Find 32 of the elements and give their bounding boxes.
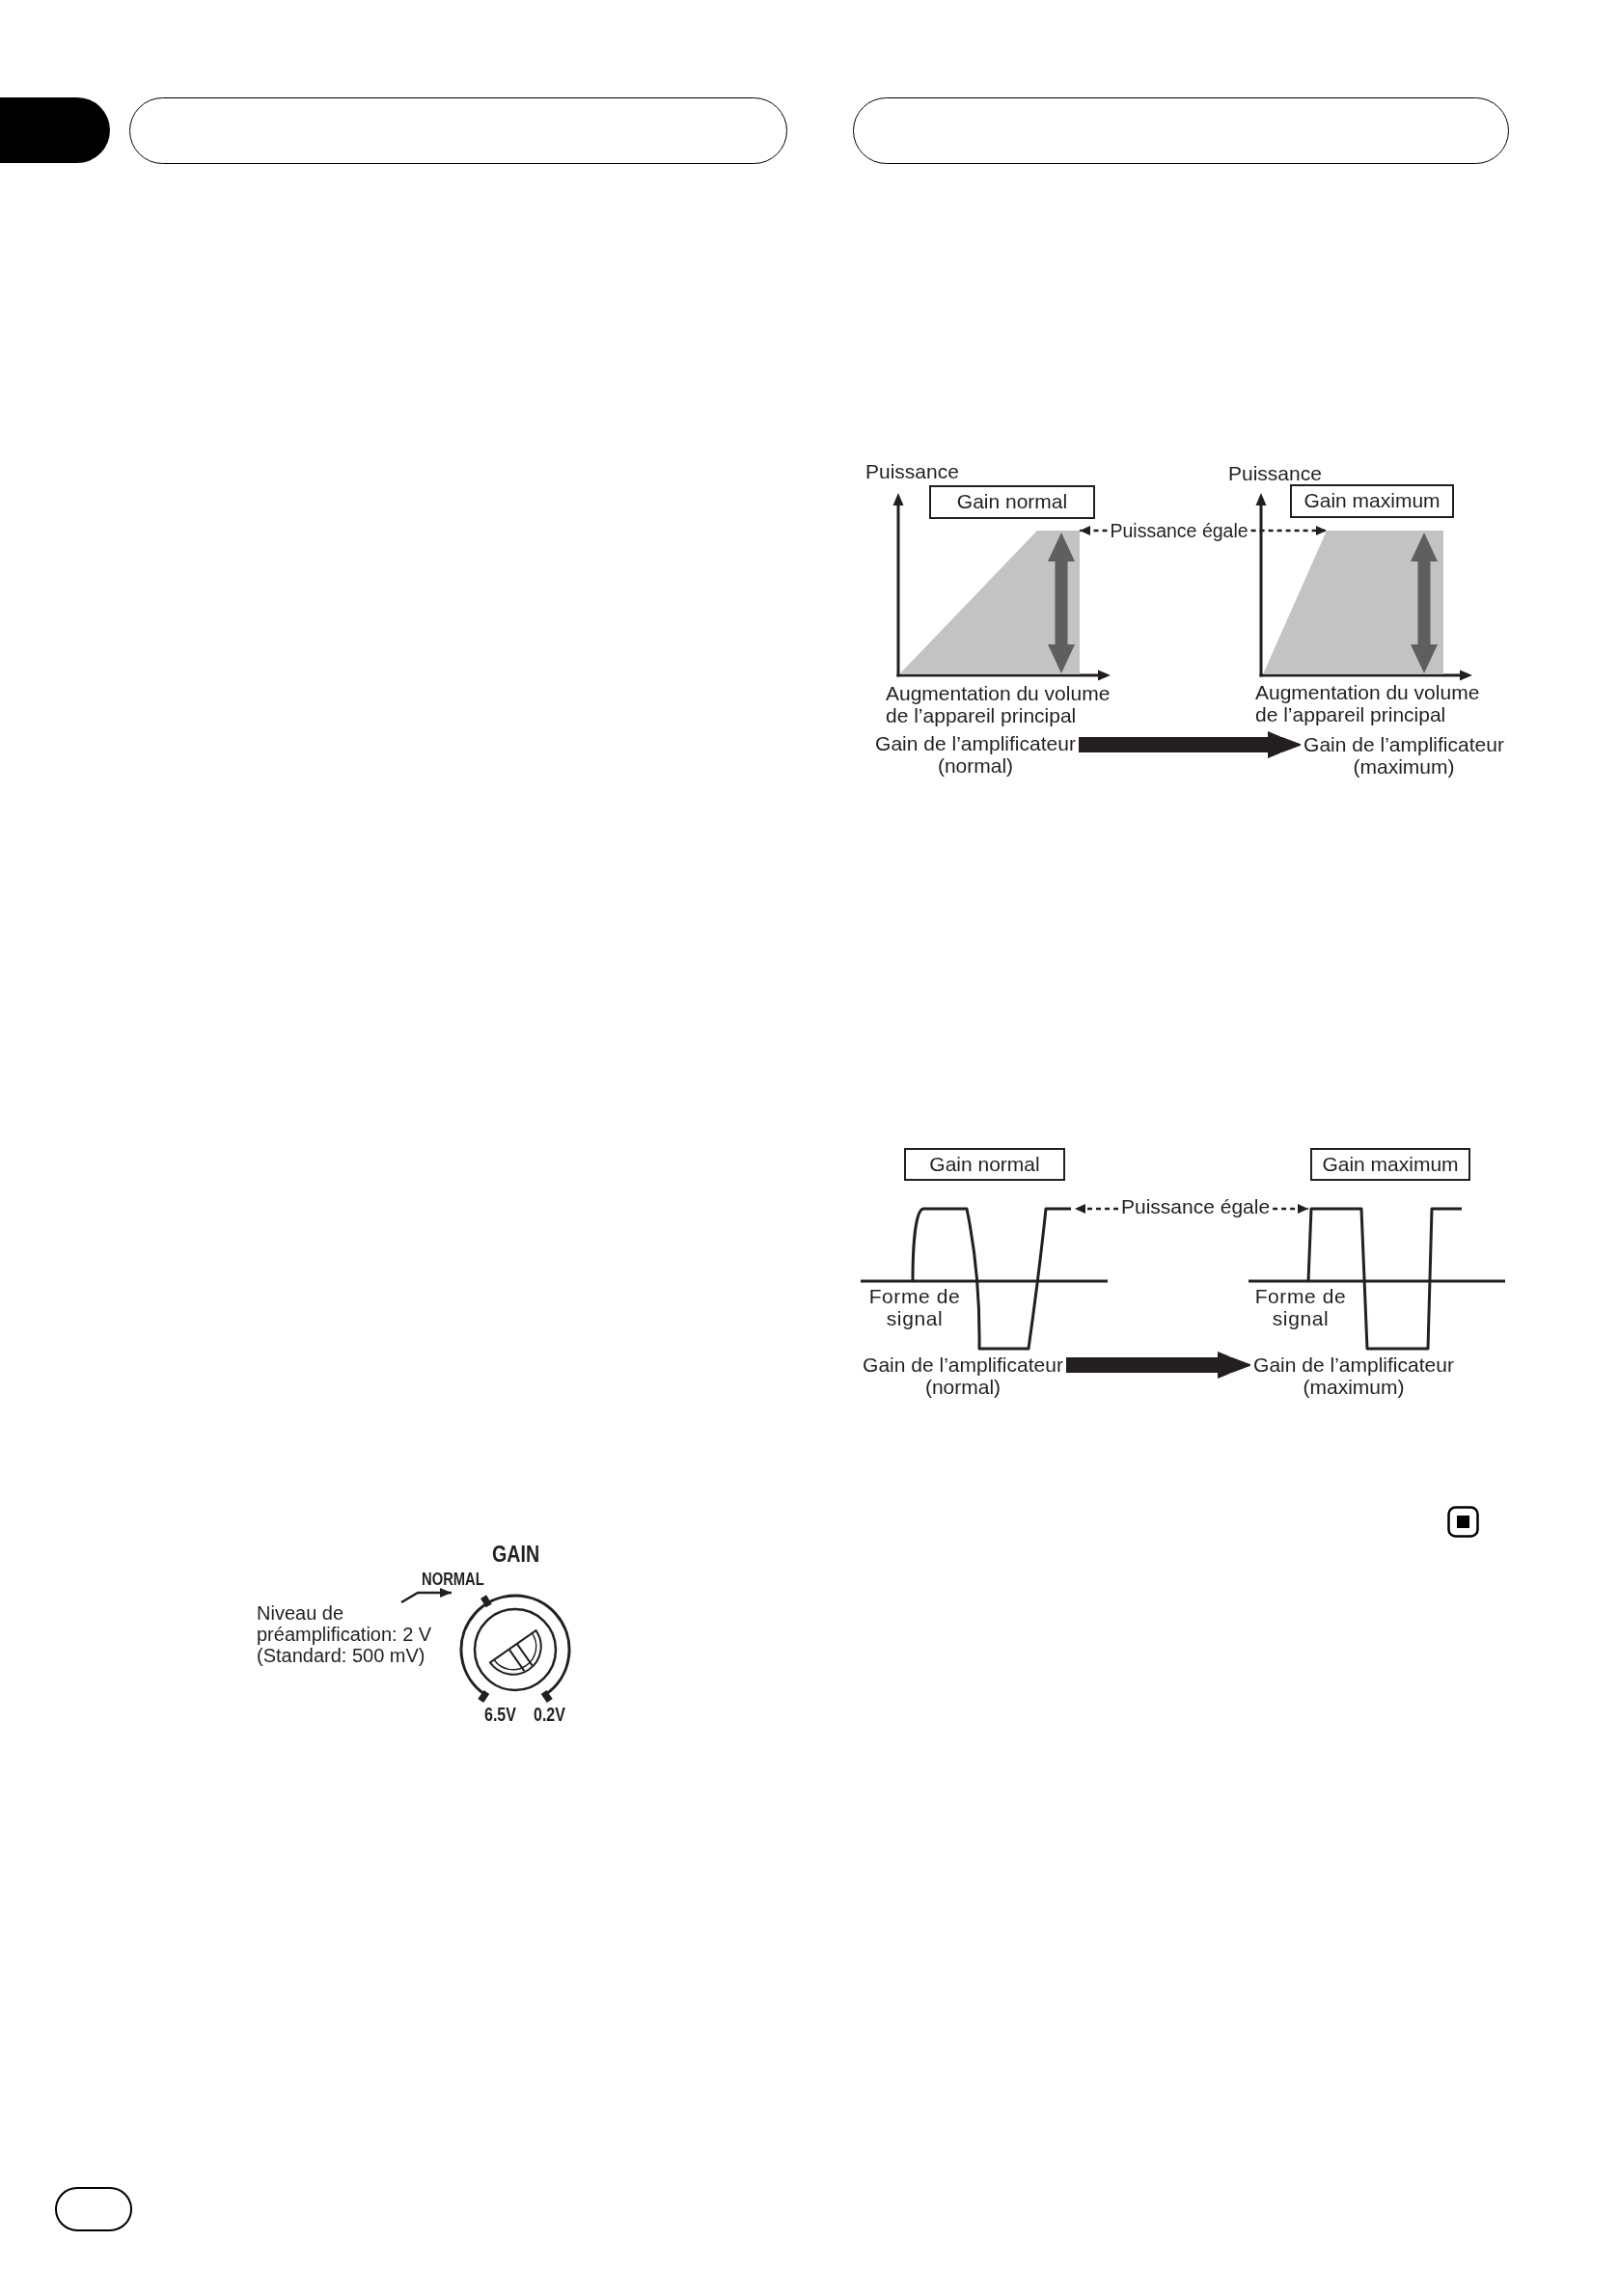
annotation-text: Puissance égale — [1107, 519, 1251, 542]
setting-label-box: Gain normal — [929, 485, 1095, 519]
callout-text: Niveau de préamplification: 2 V (Standard: 500 mV) — [257, 1602, 440, 1666]
page-number-frame — [55, 2187, 132, 2231]
dashed-arrow — [1250, 526, 1327, 535]
gain-caption: Gain de l’amplificateur (maximum) — [1250, 1353, 1457, 1399]
dial-position-label: NORMAL — [422, 1571, 484, 1588]
setting-label-box: Gain normal — [904, 1148, 1065, 1181]
dashed-arrow — [1075, 1204, 1118, 1214]
setting-label-box: Gain maximum — [1290, 484, 1454, 518]
section-tab — [0, 97, 110, 163]
axis-label: Puissance — [1228, 462, 1322, 486]
dial-title: GAIN — [492, 1543, 540, 1566]
dial-position-label: 0.2V — [534, 1705, 565, 1724]
shaded-area — [1263, 531, 1443, 674]
shaded-area — [899, 531, 1080, 674]
axis-label: Augmentation du volume de l’appareil principal — [1255, 681, 1481, 725]
axis-label: Augmentation du volume de l’appareil principal — [886, 682, 1111, 726]
gain-caption: Gain de l’amplificateur (normal) — [872, 731, 1079, 778]
dashed-arrow — [1080, 526, 1108, 535]
leader-arrow — [400, 1588, 452, 1604]
setting-label-box: Gain maximum — [1310, 1148, 1470, 1181]
gain-caption: Gain de l’amplificateur (maximum) — [1301, 732, 1507, 779]
block-arrow — [1066, 1352, 1250, 1379]
gain-caption: Gain de l’amplificateur (normal) — [860, 1353, 1066, 1399]
dashed-arrow — [1273, 1204, 1308, 1214]
dial-position-label: 6.5V — [484, 1705, 516, 1724]
annotation-text: Puissance égale — [1118, 1195, 1274, 1218]
block-arrow — [1079, 731, 1301, 758]
waveform-label: Forme de signal — [1253, 1285, 1348, 1329]
axis-label: Puissance — [865, 460, 959, 484]
waveform-label: Forme de signal — [867, 1285, 962, 1329]
